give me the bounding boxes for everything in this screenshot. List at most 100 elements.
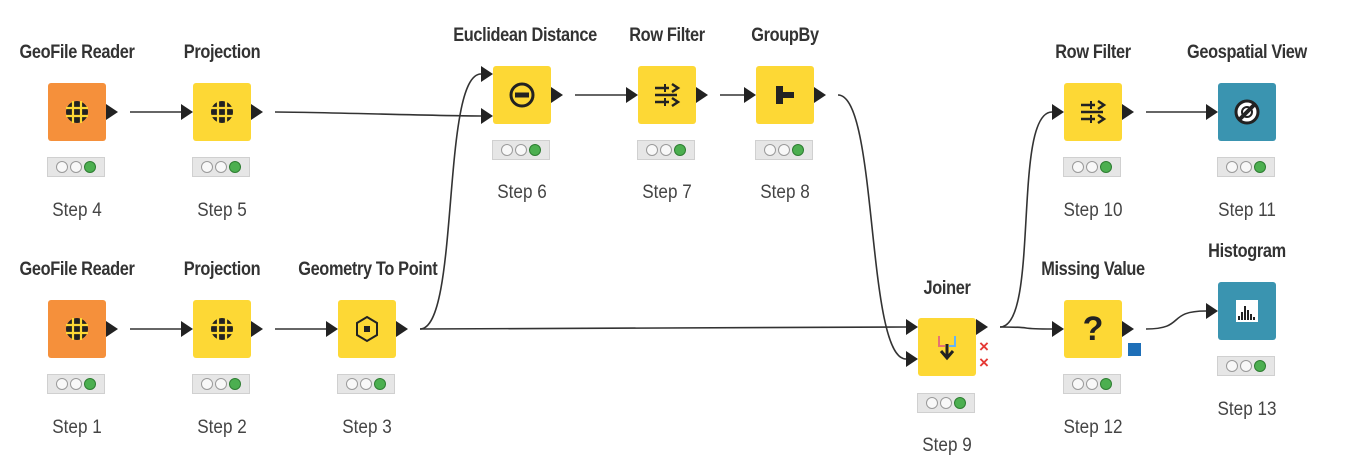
traffic-light xyxy=(47,157,105,177)
node-box[interactable] xyxy=(338,300,396,358)
groupby-icon xyxy=(768,78,802,112)
status-dot xyxy=(56,161,68,173)
node-title: Row Filter xyxy=(1055,42,1131,63)
status-dot xyxy=(1100,161,1112,173)
node-label: Step 3 xyxy=(342,417,392,438)
connection-n3-n9[interactable] xyxy=(419,326,907,330)
output-port[interactable] xyxy=(396,321,408,337)
node-box[interactable] xyxy=(1218,83,1276,141)
status-dot xyxy=(1100,378,1112,390)
node-title: Projection xyxy=(183,42,261,63)
output-port[interactable] xyxy=(251,321,263,337)
flow-variable-port[interactable] xyxy=(1128,343,1141,356)
output-port[interactable] xyxy=(106,321,118,337)
output-port[interactable] xyxy=(814,87,826,103)
output-port[interactable] xyxy=(976,319,988,335)
input-port[interactable] xyxy=(626,87,638,103)
traffic-light xyxy=(1063,374,1121,394)
status-dot xyxy=(215,161,227,173)
input-port[interactable] xyxy=(326,321,338,337)
input-port[interactable] xyxy=(1206,303,1218,319)
node-n12[interactable]: Missing Value? Step 12 xyxy=(1013,0,1173,438)
map-view-icon xyxy=(1230,95,1264,129)
status-dot xyxy=(529,144,541,156)
node-box[interactable] xyxy=(48,83,106,141)
status-dot xyxy=(646,144,658,156)
status-dot xyxy=(70,161,82,173)
input-port[interactable] xyxy=(1206,104,1218,120)
node-box[interactable] xyxy=(638,66,696,124)
input-port[interactable] xyxy=(181,104,193,120)
status-dot xyxy=(70,378,82,390)
input-port[interactable] xyxy=(481,66,493,82)
status-dot xyxy=(1072,378,1084,390)
question-icon: ? xyxy=(1082,310,1104,348)
status-dot xyxy=(215,378,227,390)
output-port[interactable] xyxy=(1122,321,1134,337)
node-title: GeoFile Reader xyxy=(19,259,135,280)
output-port[interactable] xyxy=(251,104,263,120)
connection-n9-n12[interactable] xyxy=(999,326,1053,330)
inactive-port-icon: × xyxy=(979,337,989,356)
output-port[interactable] xyxy=(696,87,708,103)
node-box[interactable]: ? xyxy=(1064,300,1122,358)
input-port[interactable] xyxy=(744,87,756,103)
node-box[interactable] xyxy=(493,66,551,124)
connection-n8-n9[interactable] xyxy=(837,94,907,360)
status-dot xyxy=(1086,378,1098,390)
output-port[interactable] xyxy=(551,87,563,103)
status-dot xyxy=(374,378,386,390)
input-port[interactable] xyxy=(181,321,193,337)
node-title: Missing Value xyxy=(1041,259,1145,280)
status-dot xyxy=(778,144,790,156)
input-port[interactable] xyxy=(906,319,918,335)
status-dot xyxy=(954,397,966,409)
node-label: Step 11 xyxy=(1218,200,1276,221)
status-dot xyxy=(1240,161,1252,173)
input-port[interactable] xyxy=(1052,104,1064,120)
globe-grid-icon xyxy=(60,95,94,129)
input-port[interactable] xyxy=(1052,321,1064,337)
node-box[interactable] xyxy=(193,300,251,358)
node-title: Euclidean Distance xyxy=(453,25,597,46)
node-label: Step 13 xyxy=(1217,399,1277,420)
connection-n9-n10[interactable] xyxy=(999,111,1053,328)
node-label: Step 1 xyxy=(52,417,102,438)
input-port[interactable] xyxy=(481,108,493,124)
connection-n12-n13[interactable] xyxy=(1145,310,1207,330)
traffic-light xyxy=(755,140,813,160)
status-dot xyxy=(926,397,938,409)
node-label: Step 12 xyxy=(1063,417,1123,438)
status-dot xyxy=(1086,161,1098,173)
output-port[interactable] xyxy=(106,104,118,120)
status-dot xyxy=(229,378,241,390)
node-box[interactable] xyxy=(48,300,106,358)
connection-n3-n6[interactable] xyxy=(419,73,482,330)
node-box[interactable] xyxy=(1218,282,1276,340)
node-box[interactable] xyxy=(193,83,251,141)
node-box[interactable] xyxy=(1064,83,1122,141)
traffic-light xyxy=(917,393,975,413)
node-box[interactable] xyxy=(756,66,814,124)
status-dot xyxy=(1226,360,1238,372)
input-port[interactable] xyxy=(906,351,918,367)
connection-n5-n6[interactable] xyxy=(274,111,482,117)
traffic-light xyxy=(192,374,250,394)
status-dot xyxy=(940,397,952,409)
status-dot xyxy=(1254,360,1266,372)
output-port[interactable] xyxy=(1122,104,1134,120)
node-box[interactable] xyxy=(918,318,976,376)
status-dot xyxy=(201,161,213,173)
node-n9[interactable]: Joiner××Step 9 xyxy=(867,0,1027,456)
